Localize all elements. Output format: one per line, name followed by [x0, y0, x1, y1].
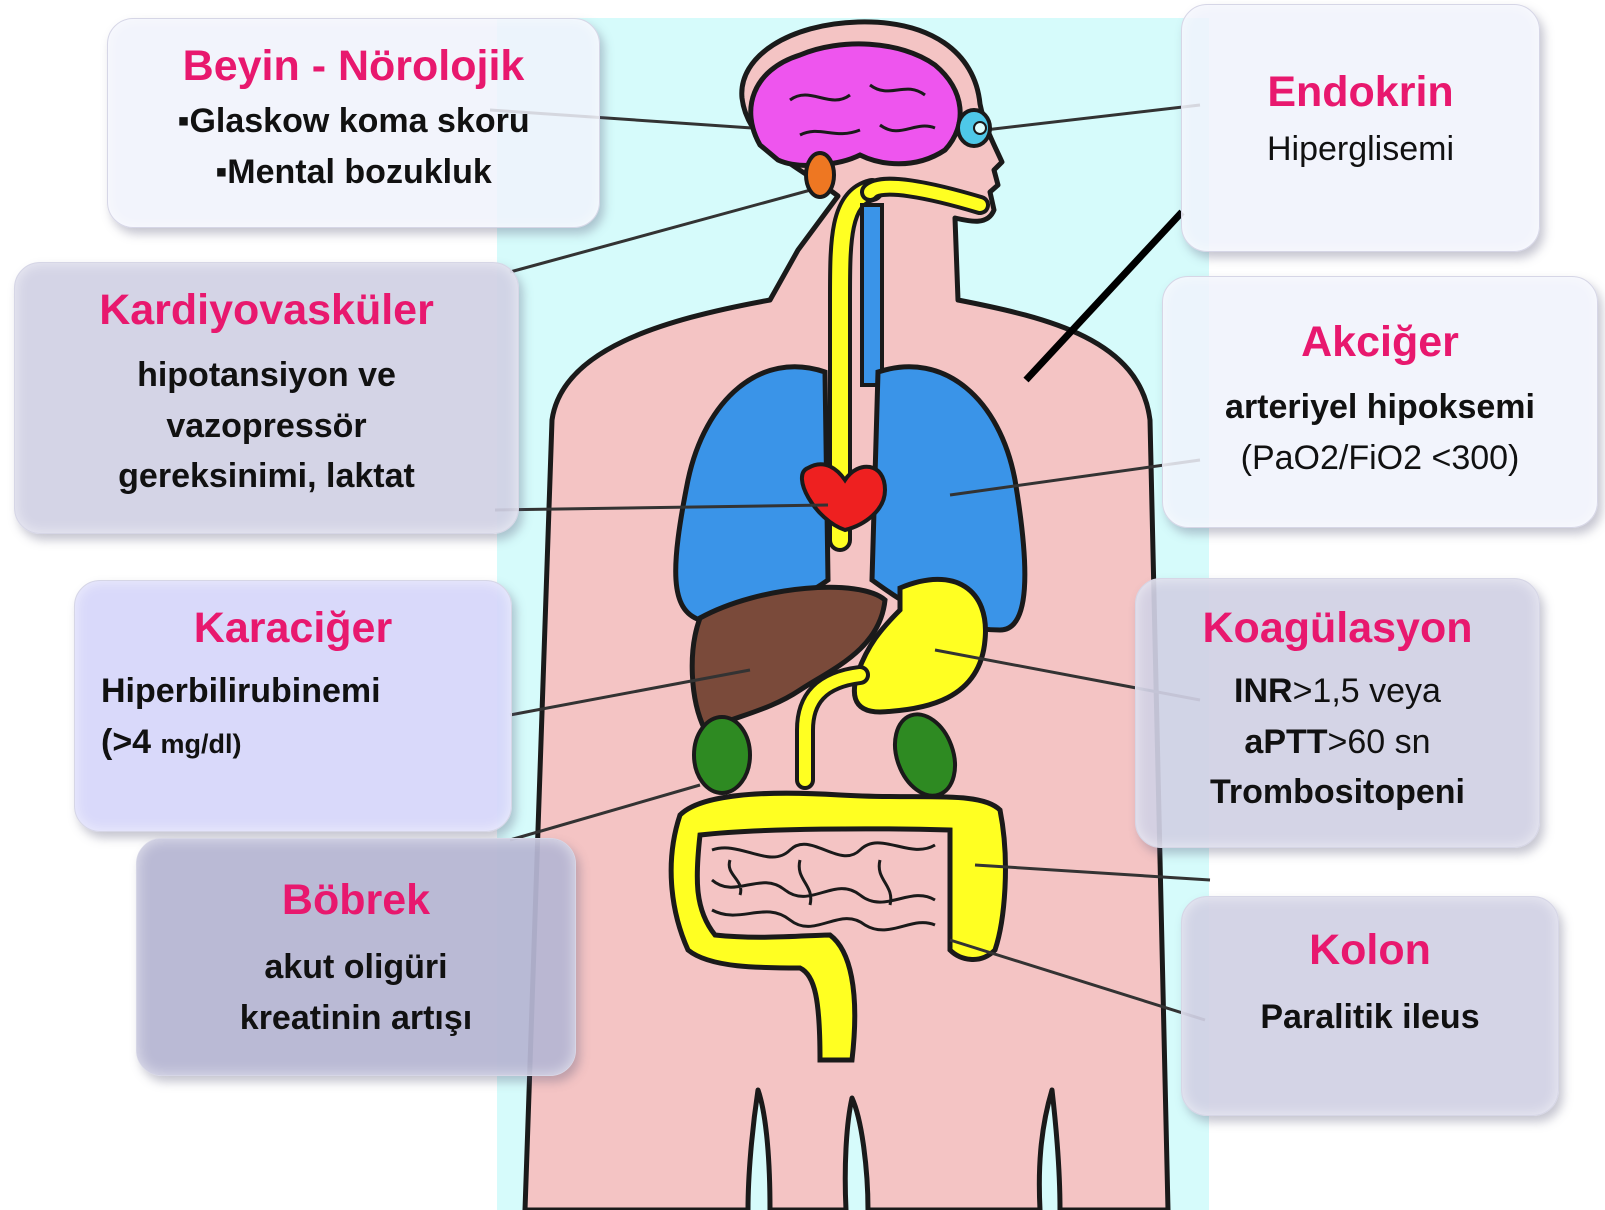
liver-line-1: Hiperbilirubinemi — [75, 666, 511, 716]
inr-threshold: >1,5 veya — [1293, 672, 1441, 710]
cardio-line-1: hipotansiyon ve — [15, 350, 518, 400]
liver-title: Karaciğer — [75, 605, 511, 652]
liver-unit: mg/dl) — [161, 729, 242, 759]
pupil — [974, 122, 986, 134]
coag-line-3: Trombositopeni — [1136, 767, 1539, 817]
colon-title: Kolon — [1182, 927, 1558, 974]
left-kidney — [694, 717, 750, 793]
lung-box: Akciğer arteriyel hipoksemi (PaO2/FiO2 <… — [1162, 276, 1598, 528]
endocrine-box: Endokrin Hiperglisemi — [1181, 4, 1540, 252]
liver-line-2: (>4 mg/dl) — [75, 717, 511, 767]
aptt-threshold: >60 sn — [1328, 723, 1431, 761]
ear — [806, 153, 834, 197]
kidney-box: Böbrek akut oligüri kreatinin artışı — [136, 838, 576, 1076]
coag-title: Koagülasyon — [1136, 605, 1539, 652]
inr-label: INR — [1234, 672, 1293, 710]
colon-line-1: Paralitik ileus — [1182, 992, 1558, 1042]
brain-title: Beyin - Nörolojik — [108, 43, 599, 90]
kidney-title: Böbrek — [137, 877, 575, 924]
kidney-line-1: akut oligüri — [137, 942, 575, 992]
cardio-line-3: gereksinimi, laktat — [15, 451, 518, 501]
vena-cava — [862, 205, 882, 385]
colon-box: Kolon Paralitik ileus — [1181, 896, 1559, 1116]
lung-line-2: (PaO2/FiO2 <300) — [1163, 433, 1597, 483]
brain-neurologic-box: Beyin - Nörolojik ▪Glaskow koma skoru ▪M… — [107, 18, 600, 228]
lung-line-1: arteriyel hipoksemi — [1163, 382, 1597, 432]
lung-title: Akciğer — [1163, 319, 1597, 366]
brain-line-1: ▪Glaskow koma skoru — [108, 96, 599, 146]
coag-line-2: aPTT>60 sn — [1136, 717, 1539, 767]
cardio-title: Kardiyovasküler — [15, 287, 518, 334]
brain-line-2: ▪Mental bozukluk — [108, 147, 599, 197]
liver-value: (>4 — [101, 723, 161, 761]
brain — [751, 44, 960, 166]
cardio-line-2: vazopressör — [15, 401, 518, 451]
endocrine-line-1: Hiperglisemi — [1182, 124, 1539, 174]
endocrine-title: Endokrin — [1182, 69, 1539, 116]
coagulation-box: Koagülasyon INR>1,5 veya aPTT>60 sn Trom… — [1135, 578, 1540, 848]
cardiovascular-box: Kardiyovasküler hipotansiyon ve vazopres… — [14, 262, 519, 534]
coag-line-1: INR>1,5 veya — [1136, 666, 1539, 716]
aptt-label: aPTT — [1244, 723, 1327, 761]
kidney-line-2: kreatinin artışı — [137, 993, 575, 1043]
liver-box: Karaciğer Hiperbilirubinemi (>4 mg/dl) — [74, 580, 512, 832]
